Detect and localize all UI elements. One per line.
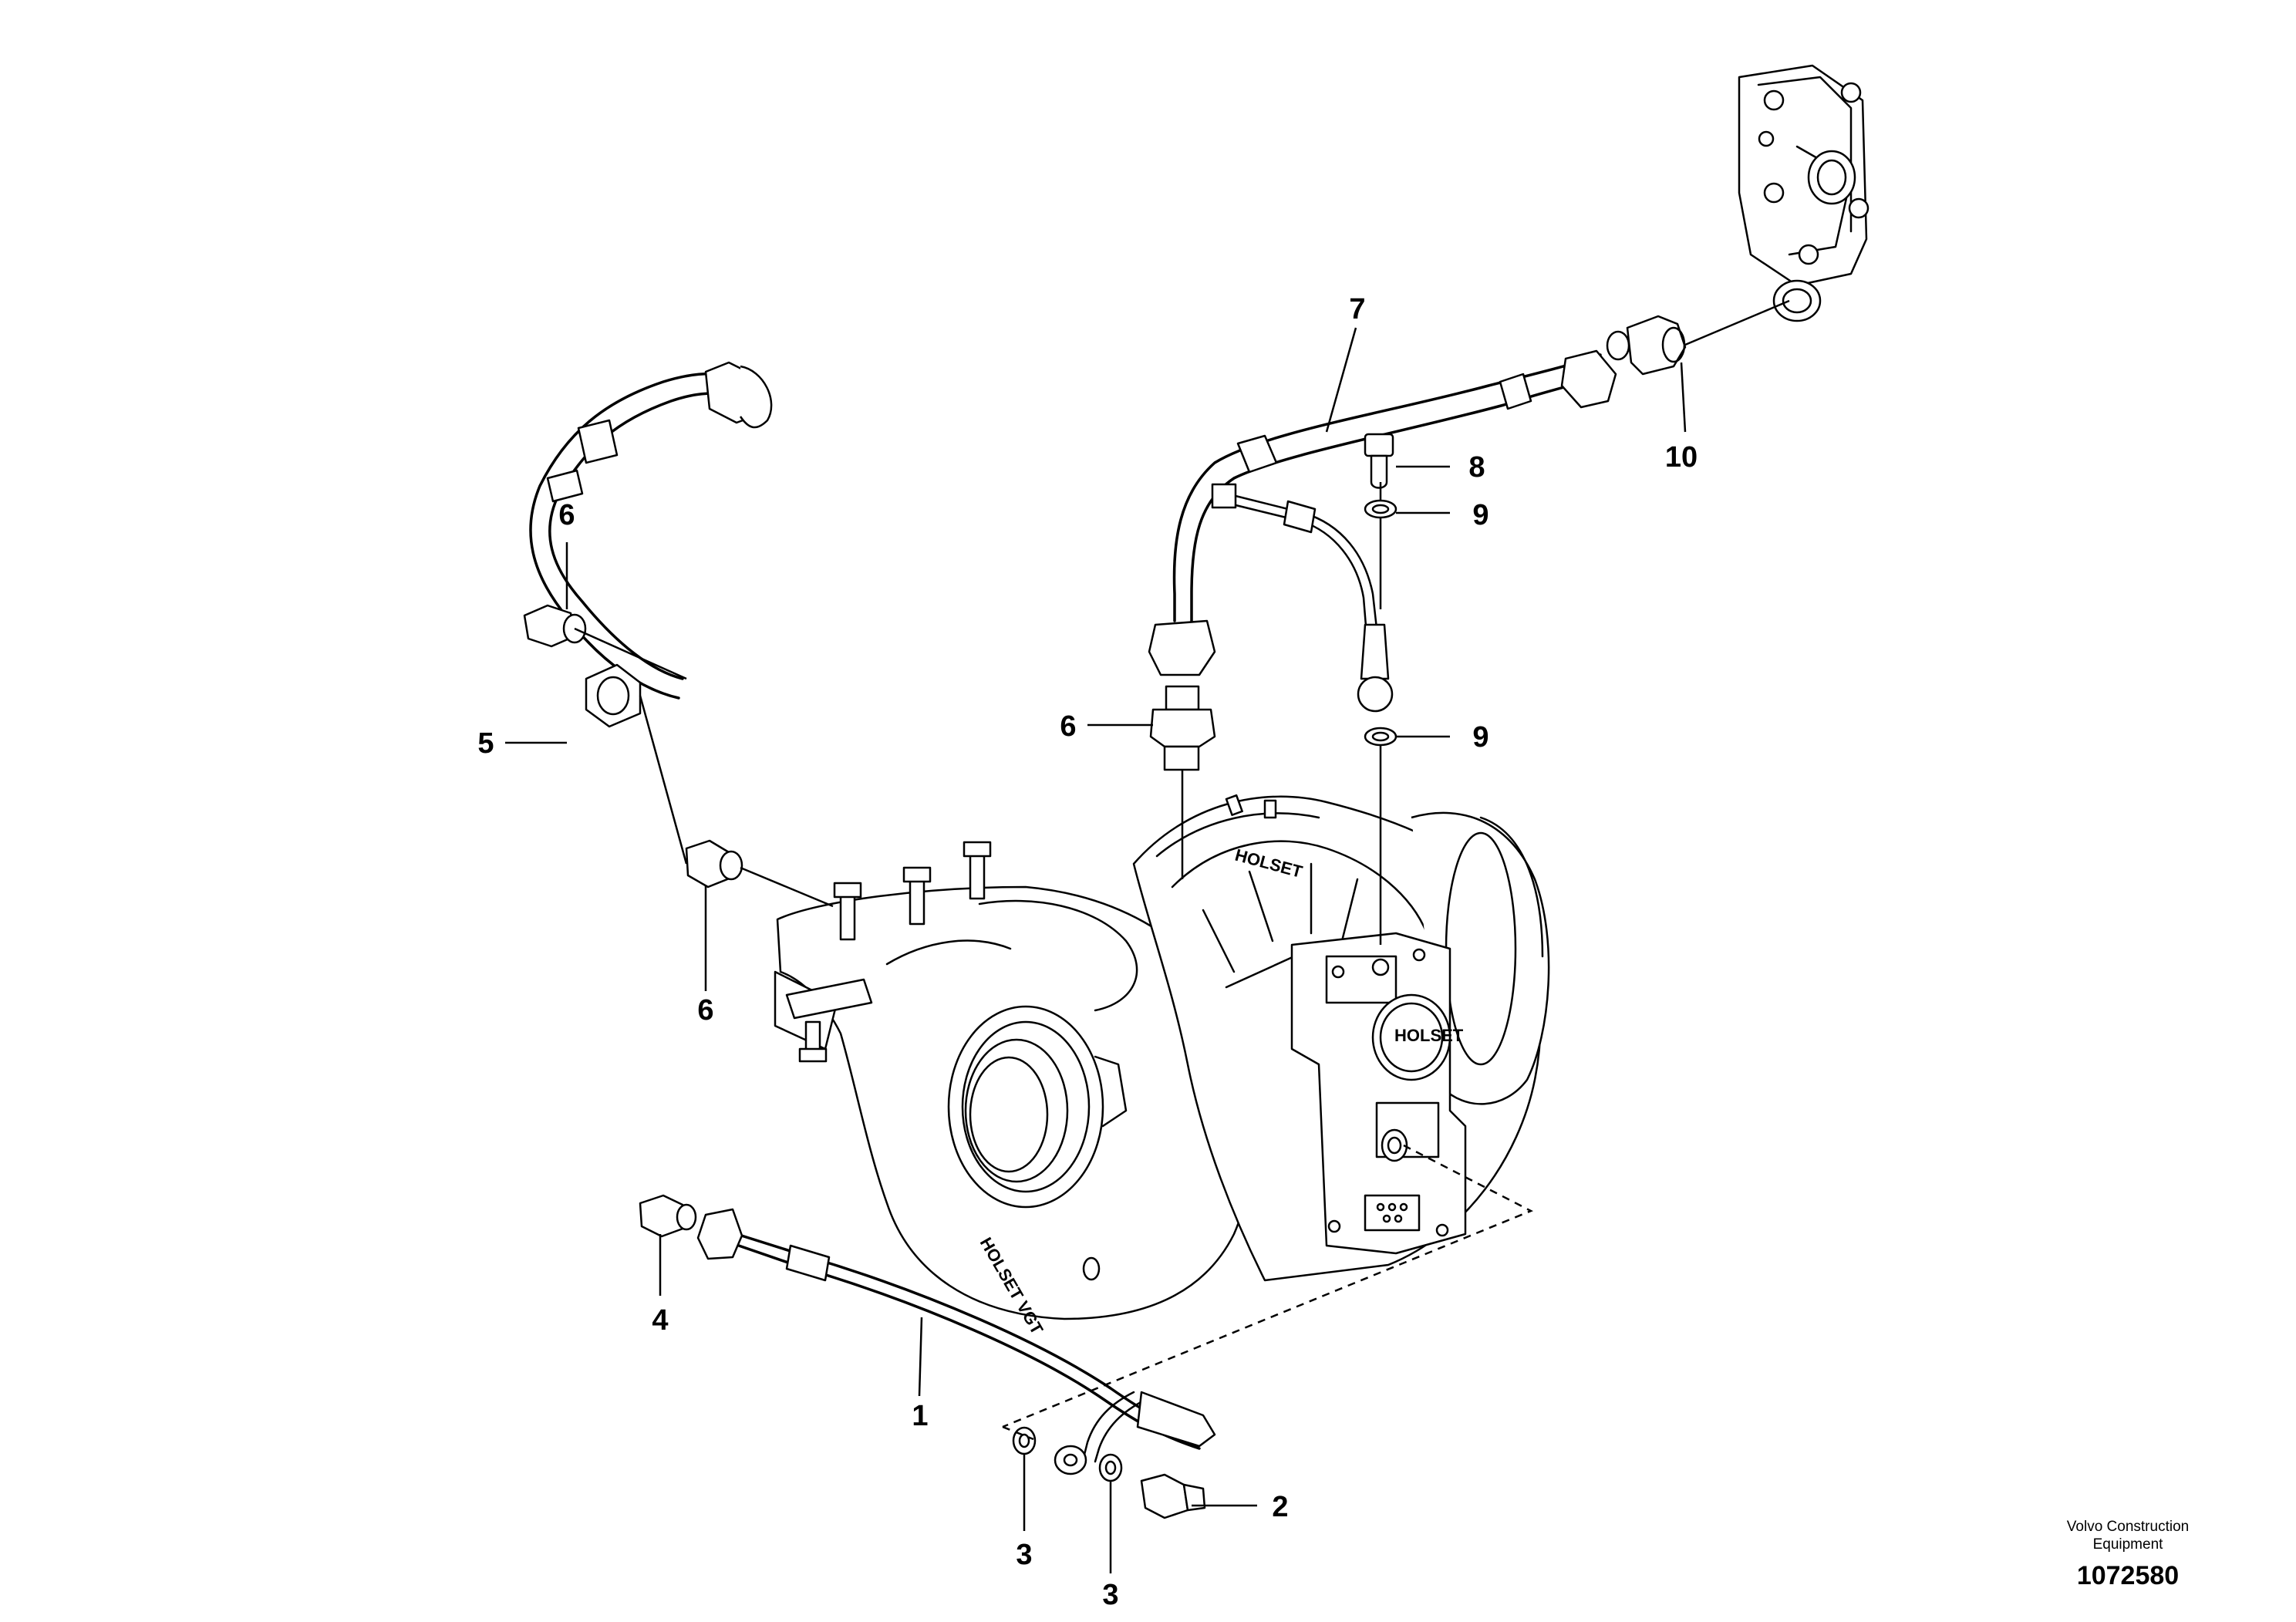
- callout-7: 7: [1349, 293, 1365, 325]
- callout-9-upper: 9: [1472, 499, 1489, 531]
- figure-number: 1072580: [2076, 1561, 2180, 1590]
- callout-9-lower: 9: [1472, 721, 1489, 754]
- adapter-6-center: [1149, 685, 1216, 771]
- callout-3-left: 3: [1016, 1539, 1032, 1571]
- washer-9-lower: [1364, 727, 1397, 747]
- adapter-4: [639, 1194, 697, 1238]
- pipe-7: [1148, 349, 1617, 713]
- washer-9-upper: [1364, 499, 1397, 519]
- callout-6-center: 6: [1060, 710, 1076, 743]
- leader-10: [1684, 299, 1790, 346]
- callout-line-10: [1680, 362, 1687, 433]
- actuator-casting-text: HOLSET: [1394, 1026, 1464, 1045]
- callout-8: 8: [1468, 451, 1485, 484]
- callout-6-lower: 6: [697, 994, 713, 1027]
- publisher-credit: Volvo Construction Equipment 1072580: [2012, 1518, 2244, 1592]
- leader-6-lower: [740, 866, 834, 908]
- washer-3-right: [1098, 1453, 1123, 1482]
- callout-10: 10: [1665, 441, 1698, 474]
- credit-company-line2: Equipment: [2092, 1536, 2163, 1553]
- assembly-dashed-line: [1002, 1144, 1533, 1428]
- mounting-bracket: [1738, 64, 1870, 322]
- housing-studs: [798, 841, 992, 1063]
- pipe-5: [529, 361, 773, 728]
- callout-line-7: [1325, 327, 1357, 433]
- callout-2: 2: [1272, 1491, 1288, 1523]
- callout-4: 4: [652, 1304, 668, 1337]
- banjo-bolt-8: [1364, 433, 1394, 489]
- adapter-6-upper-left: [523, 604, 587, 648]
- credit-company-line1: Volvo Construction: [2066, 1519, 2190, 1535]
- callout-6-upper: 6: [558, 499, 575, 531]
- adapter-6-lower-left: [685, 839, 743, 889]
- banjo-bolt-2: [1140, 1473, 1206, 1519]
- adapter-10: [1606, 315, 1687, 376]
- pipe-1: [696, 1208, 1216, 1475]
- leader-5-lower: [639, 695, 688, 865]
- callout-1: 1: [912, 1400, 928, 1432]
- vgt-actuator: HOLSET: [1290, 932, 1467, 1255]
- callout-5: 5: [477, 727, 494, 760]
- compressor-housing: HOLSET VGT: [774, 885, 1256, 1338]
- callout-line-1: [918, 1317, 923, 1397]
- callout-3-right: 3: [1102, 1579, 1118, 1611]
- assembly-dashed-line-end: [1002, 1425, 1034, 1441]
- leader-6-upper: [574, 627, 687, 680]
